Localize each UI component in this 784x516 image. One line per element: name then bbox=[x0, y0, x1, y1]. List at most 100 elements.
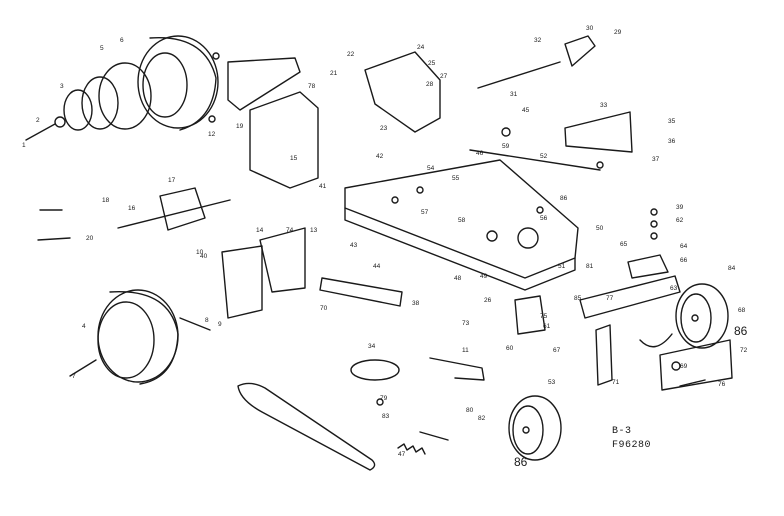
rear-tire-lower-tread bbox=[109, 291, 179, 385]
callout-label: 29 bbox=[614, 29, 622, 36]
callout-label: 41 bbox=[319, 183, 327, 190]
rear-wheel-assembly-top bbox=[25, 35, 219, 141]
rear-bracket bbox=[227, 57, 301, 111]
rear-wheel-assembly-bottom bbox=[69, 289, 179, 385]
wheel-hub-cap bbox=[81, 76, 119, 130]
gear-box bbox=[159, 187, 206, 231]
chassis-frame bbox=[344, 159, 579, 291]
frame-hole-2 bbox=[486, 230, 498, 242]
front-tire-right bbox=[675, 283, 729, 349]
pedal-bracket bbox=[249, 91, 319, 189]
seat-bracket bbox=[364, 51, 441, 133]
transaxle bbox=[117, 187, 306, 319]
callout-label: 67 bbox=[553, 347, 561, 354]
arm-36 bbox=[319, 277, 403, 307]
callout-label: 65 bbox=[620, 241, 628, 248]
frame-hole-1 bbox=[517, 227, 539, 249]
callout-label: 21 bbox=[330, 70, 338, 77]
callout-label: 53 bbox=[548, 379, 556, 386]
axle-shaft bbox=[117, 199, 231, 229]
bolt-c bbox=[179, 317, 211, 331]
rear-tire-tread bbox=[149, 36, 217, 131]
callout-label: 7 bbox=[72, 373, 76, 380]
callout-label: 40 bbox=[200, 253, 208, 260]
callout-label: 58 bbox=[458, 217, 466, 224]
washer-b bbox=[212, 52, 220, 60]
washer-h bbox=[596, 161, 604, 169]
callout-label: 18 bbox=[102, 197, 110, 204]
callout-label: 45 bbox=[522, 107, 530, 114]
callout-label: 24 bbox=[417, 44, 425, 51]
front-wheel-center bbox=[508, 395, 562, 461]
callout-label: 30 bbox=[586, 25, 594, 32]
callout-label: 37 bbox=[652, 156, 660, 163]
callout-label: 71 bbox=[612, 379, 620, 386]
part-number: F96280 bbox=[612, 440, 652, 451]
callout-label: 84 bbox=[728, 265, 736, 272]
callout-label: 13 bbox=[310, 227, 318, 234]
callout-label: 43 bbox=[350, 242, 358, 249]
callout-label: 5 bbox=[100, 45, 104, 52]
callout-label: 31 bbox=[510, 91, 518, 98]
hardware bbox=[37, 52, 706, 441]
callout-label: 48 bbox=[454, 275, 462, 282]
washer-d bbox=[650, 208, 658, 216]
callout-label: 77 bbox=[606, 295, 614, 302]
callout-label: 32 bbox=[534, 37, 542, 44]
callout-label: 75 bbox=[540, 313, 548, 320]
callout-label: 55 bbox=[452, 175, 460, 182]
bar-33 bbox=[564, 111, 633, 153]
axle-bolt bbox=[25, 123, 56, 141]
rear-tire bbox=[137, 35, 219, 129]
rear-axle-lower bbox=[69, 359, 97, 377]
frame-hole-4 bbox=[416, 186, 424, 194]
callout-label: 49 bbox=[480, 273, 488, 280]
front-wheel-right bbox=[675, 283, 729, 349]
callout-labels: 1 2 3 4 5 6 7 8 9 10 11 12 13 14 15 16 1… bbox=[22, 25, 748, 469]
callout-label: 2 bbox=[36, 117, 40, 124]
pulley bbox=[350, 359, 400, 381]
axle-nut bbox=[54, 116, 66, 128]
rear-tire-lower bbox=[97, 289, 179, 383]
callout-label: 80 bbox=[466, 407, 474, 414]
lever-11 bbox=[429, 357, 485, 381]
front-hub-right-center bbox=[691, 314, 699, 322]
callout-label: 50 bbox=[596, 225, 604, 232]
callout-label: 28 bbox=[426, 81, 434, 88]
rod-31 bbox=[469, 149, 601, 171]
callout-label: 46 bbox=[476, 150, 484, 157]
lower-bracket-left bbox=[221, 245, 263, 319]
steering-arm bbox=[627, 254, 669, 279]
callout-label: 39 bbox=[676, 204, 684, 211]
callout-label: 3 bbox=[60, 83, 64, 90]
callout-label: 82 bbox=[478, 415, 486, 422]
callout-label: 33 bbox=[600, 102, 608, 109]
lift-link bbox=[564, 35, 596, 67]
spindle-arm bbox=[639, 333, 673, 348]
bolt-d bbox=[419, 431, 449, 441]
callout-label: 12 bbox=[208, 131, 216, 138]
belt bbox=[237, 382, 376, 471]
callout-label: 56 bbox=[540, 215, 548, 222]
callout-label: 27 bbox=[440, 73, 448, 80]
callout-label: 47 bbox=[398, 451, 406, 458]
callout-label: 10 bbox=[196, 249, 204, 256]
washer-g bbox=[376, 398, 384, 406]
callout-label: 62 bbox=[676, 217, 684, 224]
frame-hole-3 bbox=[391, 196, 399, 204]
callout-label: 42 bbox=[376, 153, 384, 160]
callout-label: 52 bbox=[540, 153, 548, 160]
spindle bbox=[595, 324, 613, 386]
callout-label: 8 bbox=[205, 317, 209, 324]
callout-label: 57 bbox=[421, 209, 429, 216]
callout-label: 63 bbox=[670, 285, 678, 292]
rear-rim-lower bbox=[97, 301, 155, 379]
callout-label: 85 bbox=[574, 295, 582, 302]
wheel-rim bbox=[98, 62, 152, 130]
front-axle-beam bbox=[579, 275, 681, 319]
spring bbox=[397, 443, 426, 455]
callout-label: 69 bbox=[680, 363, 688, 370]
callout-label: 61 bbox=[543, 323, 551, 330]
front-tire-right-hub bbox=[680, 293, 712, 343]
